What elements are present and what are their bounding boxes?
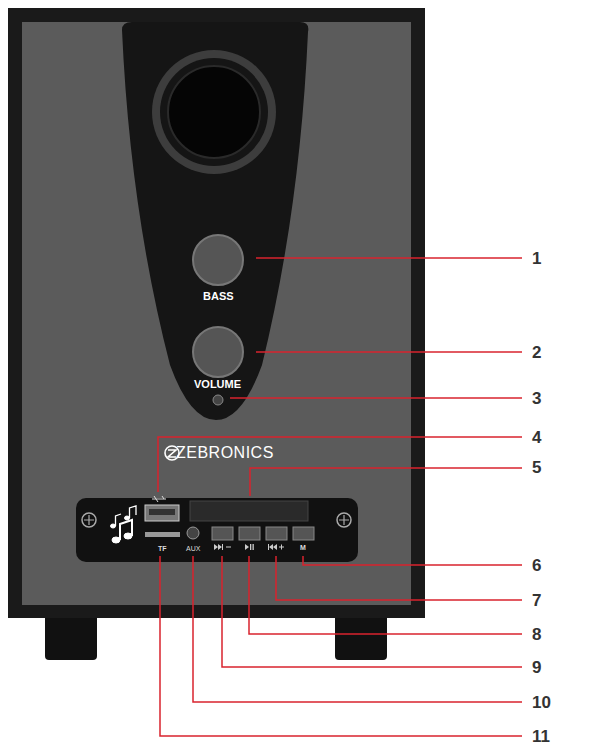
callout-number: 10 [532,694,551,711]
aux-jack [187,527,199,539]
port-label: AUX [186,545,200,552]
button [293,527,314,540]
speaker-foot [45,612,97,660]
callout-number: 11 [532,728,550,745]
speaker-foot [335,612,387,660]
screw [82,513,96,527]
cabinet [8,8,425,618]
callout-number: 4 [532,429,541,446]
button-icon [214,544,284,550]
button [239,527,260,540]
usb-port [145,505,179,521]
callout-number: 1 [532,250,541,267]
button-label: M [300,544,306,551]
knob-label: BASS [203,291,234,302]
front-panel [22,22,411,605]
tf-slot [145,532,180,537]
usb-icon [152,496,166,502]
callout-number: 8 [532,626,541,643]
display [190,501,308,521]
media-module [76,498,358,562]
indicator-led [213,395,223,405]
driver-cone [168,66,260,158]
callout-number: 7 [532,592,541,609]
port-label: TF [158,545,167,552]
usb-port [149,509,175,515]
button [266,527,287,540]
button [212,527,233,540]
driver-ring [152,50,276,174]
control-panel [122,22,308,420]
knob-label: VOLUME [194,379,241,390]
screw [84,515,94,525]
brand-logo: ZEBRONICS [176,445,274,461]
volume-knob [193,327,243,377]
driver-ring [160,58,268,166]
callout-number: 5 [532,459,541,476]
callout-number: 3 [532,390,541,407]
music-notes [111,506,137,543]
screw [339,515,349,525]
screw [337,513,351,527]
bass-knob [193,235,243,285]
logo-mark [168,450,176,457]
callout-number: 2 [532,344,541,361]
leader-lines [158,258,522,736]
callout-number: 6 [532,557,541,574]
callout-number: 9 [532,659,541,676]
